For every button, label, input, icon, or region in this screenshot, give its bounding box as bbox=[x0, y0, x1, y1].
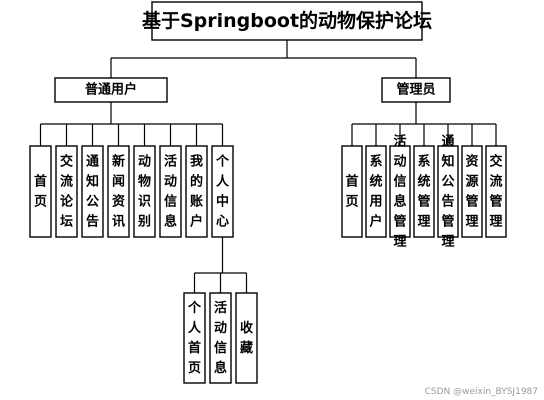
role-1-item-1-label: 系统用户 bbox=[368, 153, 382, 229]
role-0-item-7-label: 个人中心 bbox=[215, 153, 230, 229]
role-1-item-0-box bbox=[341, 145, 363, 238]
role-0-item-1-box bbox=[55, 145, 78, 238]
role-0-item-3-box bbox=[107, 145, 130, 238]
role-1-item-4-box bbox=[437, 145, 459, 238]
role-0-item-1-label: 交流论坛 bbox=[60, 153, 74, 229]
role-0-item-6-box bbox=[185, 145, 208, 238]
role-0-item-6-label: 我的账户 bbox=[190, 153, 203, 229]
sub-item-2-box bbox=[235, 292, 258, 384]
role-1-item-1-box bbox=[365, 145, 387, 238]
root-node-label: 基于Springboot的动物保护论坛 bbox=[141, 9, 432, 32]
role-1-item-5-box bbox=[461, 145, 483, 238]
role-1-item-2-label: 活动信息管理 bbox=[393, 133, 406, 249]
role-node-1-box bbox=[381, 77, 451, 103]
root-node-box bbox=[151, 1, 423, 41]
sub-item-0-box bbox=[183, 292, 206, 384]
role-1-item-3-box bbox=[413, 145, 435, 238]
role-0-item-4-box bbox=[133, 145, 156, 238]
role-1-item-6-label: 交流管理 bbox=[489, 153, 502, 229]
sub-item-2-label: 收藏 bbox=[240, 320, 254, 356]
sub-item-0-label: 个人首页 bbox=[187, 300, 202, 376]
role-0-item-3-label: 新闻资讯 bbox=[112, 153, 125, 229]
role-node-1-label: 管理员 bbox=[396, 82, 435, 98]
role-node-0-label: 普通用户 bbox=[85, 82, 137, 98]
role-1-item-5-label: 资源管理 bbox=[465, 153, 478, 229]
role-0-item-5-box bbox=[159, 145, 182, 238]
role-1-item-0-label: 首页 bbox=[345, 173, 358, 209]
role-0-item-2-box bbox=[81, 145, 104, 238]
role-1-item-4-label: 通知公告管理 bbox=[441, 133, 454, 249]
role-0-item-2-label: 通知公告 bbox=[86, 153, 99, 229]
watermark: CSDN @weixin_BYSJ1987 bbox=[424, 387, 538, 397]
role-1-item-3-label: 系统管理 bbox=[417, 153, 430, 229]
role-0-item-4-label: 动物识别 bbox=[137, 154, 151, 229]
role-1-item-6-box bbox=[485, 145, 507, 238]
role-0-item-0-box bbox=[29, 145, 52, 238]
sub-item-1-box bbox=[209, 292, 232, 384]
role-0-item-0-label: 首页 bbox=[34, 173, 47, 209]
role-0-item-5-label: 活动信息 bbox=[164, 153, 177, 229]
role-1-item-2-box bbox=[389, 145, 411, 238]
sub-item-1-label: 活动信息 bbox=[214, 300, 227, 376]
